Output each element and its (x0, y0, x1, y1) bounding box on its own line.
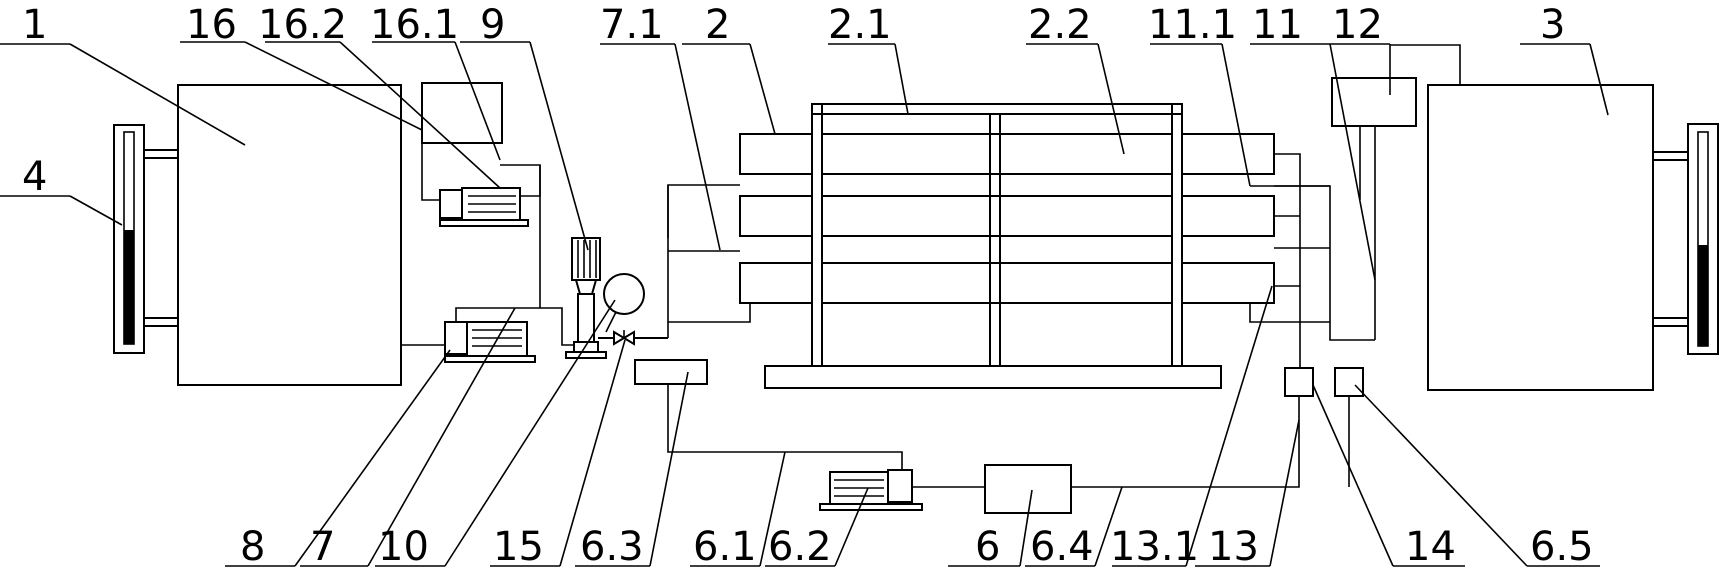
label-13-1: 13.1 (1110, 524, 1199, 570)
permeate-manifold (1249, 126, 1376, 368)
label-13: 13 (1208, 524, 1259, 570)
label-10: 10 (378, 524, 429, 570)
label-3: 3 (1540, 2, 1565, 48)
label-6-3: 6.3 (580, 524, 644, 570)
level-gauge-left (113, 124, 178, 354)
flow-meter-12 (1331, 44, 1461, 200)
membrane-frame-2-1 (764, 103, 1222, 389)
sensor-14 (1334, 367, 1364, 397)
tank-3 (1427, 84, 1654, 391)
pressure-gauge-10 (603, 273, 645, 333)
pump-16-2 (439, 164, 541, 227)
label-9: 9 (480, 2, 505, 48)
label-7: 7 (310, 524, 335, 570)
label-6-4: 6.4 (1030, 524, 1094, 570)
label-6-2: 6.2 (768, 524, 832, 570)
sensor-13 (1284, 367, 1314, 397)
controller-box-16 (421, 82, 503, 201)
return-line (634, 359, 1350, 488)
label-7-1: 7.1 (600, 2, 664, 48)
label-16-1: 16.1 (370, 2, 459, 48)
label-1: 1 (22, 2, 47, 48)
tank-1 (177, 84, 402, 386)
membrane-tubes-2-2 (739, 133, 1275, 304)
label-15: 15 (493, 524, 544, 570)
level-gauge-right (1653, 123, 1719, 355)
label-14: 14 (1405, 524, 1456, 570)
valve-15 (598, 330, 668, 346)
leader-lines-top (0, 41, 1609, 281)
label-11-1: 11.1 (1148, 2, 1237, 48)
label-4: 4 (22, 154, 47, 200)
label-2-2: 2.2 (1028, 2, 1092, 48)
feed-manifold-7-1 (667, 184, 751, 338)
label-6-5: 6.5 (1530, 524, 1594, 570)
label-2: 2 (705, 2, 730, 48)
part-labels: 1 16 16.2 16.1 9 7.1 2 2.1 2.2 11.1 11 1… (22, 2, 1594, 570)
label-16: 16 (186, 2, 237, 48)
pump-8 (401, 321, 536, 363)
label-6: 6 (975, 524, 1000, 570)
leader-lines-bottom (225, 285, 1600, 567)
label-16-2: 16.2 (258, 2, 347, 48)
label-6-1: 6.1 (693, 524, 757, 570)
pipe-7 (455, 165, 575, 346)
unit-6 (984, 464, 1072, 514)
filter-9 (565, 237, 607, 359)
label-2-1: 2.1 (828, 2, 892, 48)
pump-6-2 (819, 469, 923, 511)
label-11: 11 (1252, 2, 1303, 48)
label-12: 12 (1332, 2, 1383, 48)
label-8: 8 (240, 524, 265, 570)
